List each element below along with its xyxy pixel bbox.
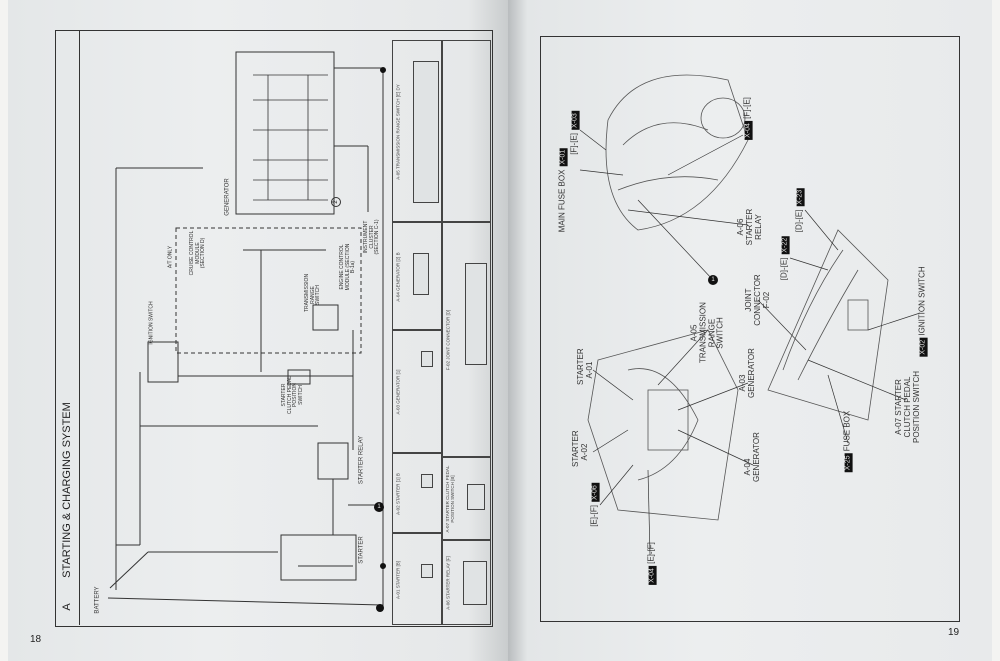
connector-shape: [413, 253, 429, 295]
cluster-marker: 2: [331, 197, 341, 207]
cruise-module-label: CRUISE CONTROL MODULE (SECTION D): [188, 230, 206, 276]
connector-label: A-06 STARTER RELAY [F]: [445, 556, 451, 610]
connector-cell-f02: F-02 JOINT CONNECTOR [D]: [442, 222, 491, 457]
grid-ref: [D]-[E]: [779, 257, 789, 281]
connector-cell-a04: A-04 GENERATOR [2] B: [392, 222, 442, 330]
x01-tag: X-01: [559, 147, 568, 167]
ground-point-marker: 1: [708, 275, 718, 285]
connector-label: A-03 GENERATOR [1]: [395, 369, 401, 415]
x03-label: [F]-[E] X-03: [569, 111, 580, 155]
connector-label: F-02 JOINT CONNECTOR [D]: [445, 309, 451, 371]
connector-cell-a07: A-07 STARTER CLUTCH PEDAL POSITION SWITC…: [442, 457, 491, 540]
x04-label: X-04 [E]-[F]: [646, 542, 657, 588]
grid-ref: [E]-[F]: [646, 542, 656, 564]
starter-label: STARTER: [358, 536, 365, 564]
x23-label: [D]-[E] X-23: [794, 187, 805, 233]
connector-cell-a02: A-02 STARTER [1] B: [392, 453, 442, 533]
connector-label: A-05 TRANSMISSION RANGE SWITCH [E] DY: [395, 84, 401, 180]
vehicle-harness-illustration: [579, 74, 921, 556]
connector-cell-a05: A-05 TRANSMISSION RANGE SWITCH [E] DY: [392, 40, 442, 222]
at-only-label: A/T ONLY: [167, 245, 174, 269]
connector-label: A-07 STARTER CLUTCH PEDAL POSITION SWITC…: [445, 465, 455, 533]
ignition-switch-label: IGNITION SWITCH: [148, 301, 155, 345]
generator-label: GENERATOR: [224, 178, 231, 216]
x03-tag: X-03: [571, 111, 580, 131]
connector-shape: [463, 561, 487, 605]
right-page: MAIN FUSE BOX X-01 [F]-[E] X-03 X-04 [F]-[…: [508, 0, 992, 661]
connector-shape: [465, 263, 487, 365]
x04-tag: X-04: [744, 121, 753, 140]
label-text: IGNITION SWITCH: [917, 266, 927, 336]
page-number: 19: [948, 627, 960, 638]
connector-shape: [421, 351, 433, 367]
connector-label: A-02 STARTER [1] B: [395, 473, 401, 515]
connector-shape: [413, 61, 439, 203]
a04-label: A-04 GENERATOR: [743, 432, 761, 482]
grid-ref: [F]-[E]: [742, 97, 752, 119]
connector-cell-empty: [442, 40, 491, 222]
grid-ref: [E]-[F]: [589, 505, 599, 527]
title-column: [55, 30, 80, 625]
fuse-box-label: X-25 FUSE BOX: [842, 410, 853, 475]
a03-label: A-03 GENERATOR: [738, 348, 756, 398]
connector-shape: [467, 484, 485, 510]
diagram-frame: [540, 36, 960, 622]
trans-switch-label: TRANSMISSION RANGE SWITCH: [303, 273, 321, 312]
a07-label: A-07 STARTER CLUTCH PEDAL POSITION SWITC…: [893, 371, 921, 443]
x22-label: [D]-[E] X-22: [779, 235, 790, 281]
battery-label: BATTERY: [94, 586, 101, 614]
left-page: A STARTING & CHARGING SYSTEM: [8, 0, 508, 661]
main-fuse-box-label: MAIN FUSE BOX X-01: [557, 147, 568, 233]
connector-shape: [421, 474, 433, 488]
connector-shape: [421, 564, 433, 578]
x04-top-label: X-04 [F]-[E]: [742, 97, 753, 143]
x22-tag: X-22: [781, 235, 790, 255]
page-number: 18: [30, 634, 42, 645]
connector-label: A-01 STARTER [B]: [395, 560, 401, 600]
x23-tag: X-23: [796, 187, 805, 207]
diagram-frame: [55, 30, 493, 627]
a05-label: A-05 TRANSMISSION RANGE SWITCH: [689, 302, 725, 363]
connector-cell-a03: A-03 GENERATOR [1]: [392, 330, 442, 453]
x06-tag: X-06: [591, 483, 600, 503]
connector-cell-a06: A-06 STARTER RELAY [F]: [442, 540, 491, 625]
grid-ref: [D]-[E]: [794, 209, 804, 233]
instrument-cluster-label: INSTRUMENT CLUSTER (SECTION C-1): [362, 219, 380, 255]
connector-cell-a01: A-01 STARTER [B]: [392, 533, 442, 625]
clutch-switch-label: STARTER CLUTCH PEDAL POSITION SWITCH: [281, 375, 304, 415]
f02-label: JOINT CONNECTOR F-02: [743, 274, 771, 326]
a02-label: STARTER A-02: [571, 430, 589, 467]
ground-point-marker: 1: [374, 502, 384, 512]
a06-label: A-06 STARTER RELAY: [735, 208, 763, 246]
a01-label: STARTER A-01: [576, 348, 594, 385]
grid-ref: [F]-[E]: [569, 133, 579, 155]
ignition-switch-label: X-02 IGNITION SWITCH: [917, 266, 928, 359]
x25-tag: X-25: [844, 453, 853, 473]
x06-label: [E]-[F] X-06: [589, 483, 600, 527]
connector-label: A-04 GENERATOR [2] B: [395, 252, 401, 302]
ecm-label: ENGINE CONTROL MODULE (SECTION B-1a): [338, 243, 356, 291]
starter-relay-label: STARTER RELAY: [358, 435, 365, 485]
wiring-diagram: [107, 51, 386, 612]
x04-tag: X-04: [648, 566, 657, 585]
label-text: MAIN FUSE BOX: [557, 169, 567, 233]
label-text: FUSE BOX: [842, 410, 852, 452]
x02-tag: X-02: [919, 337, 928, 357]
